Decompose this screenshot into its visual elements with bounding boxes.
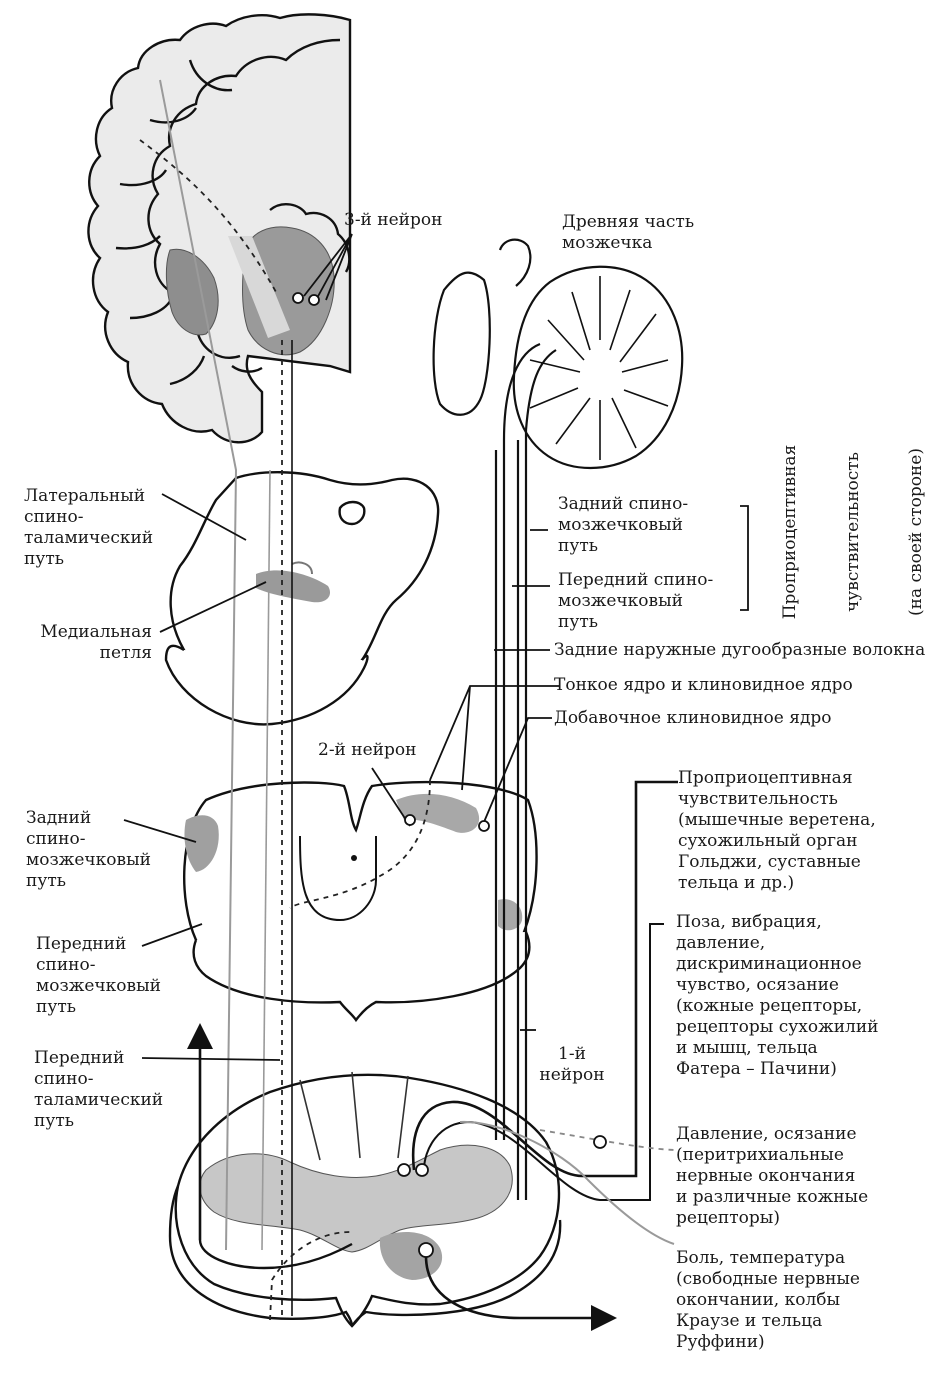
anterior-spinocerebellar-left-label: Передний спино- мозжечковый путь — [36, 934, 161, 1017]
proprio-line-1: Проприоцептивная — [780, 444, 800, 620]
anterior-spinothalamic-label: Передний спино- таламический путь — [34, 1048, 164, 1131]
upper-spinal-section — [183, 780, 538, 1023]
ancient-cerebellum-label: Древняя часть мозжечка — [562, 212, 695, 253]
posterior-external-arcuate-label: Задние наружные дугообразные волокна — [554, 640, 926, 660]
pathway-lines — [159, 79, 678, 1331]
neuron3-label: 3-й нейрон — [344, 210, 443, 230]
arrow-line-head — [291, 561, 313, 575]
anterior-spinocerebellar-right-label: Передний спино- мозжечковый путь — [558, 570, 714, 632]
central-canal — [351, 855, 357, 861]
dashed-pathways — [139, 139, 679, 1321]
pressure-description: Давление, осязание (перитрихиальные нерв… — [676, 1124, 869, 1228]
posture-description: Поза, вибрация, давление, дискриминацион… — [676, 912, 879, 1079]
internal-capsule-white — [228, 236, 290, 338]
neuron2-label: 2-й нейрон — [318, 740, 417, 760]
pressure-pathway — [459, 1120, 675, 1245]
proprioception-vertical-label: Проприоцептивная чувствительность (на св… — [738, 432, 938, 632]
pain-description: Боль, температура (свободные нервные око… — [676, 1248, 860, 1352]
dorsal-column-shade — [396, 793, 480, 833]
lateral-spinothalamic-label: Латеральный спино- таламический путь — [24, 486, 154, 569]
medial-lemniscus-label: Медиальная петля — [40, 622, 152, 663]
dorsal-horn-shade-left — [184, 815, 219, 872]
posterior-spinocerebellar-right-label: Задний спино- мозжечковый путь — [558, 494, 689, 556]
gray-matter-lower — [199, 1144, 513, 1253]
proprio-line-3: (на своей стороне) — [906, 448, 926, 616]
leader-lines — [123, 493, 749, 1061]
neuron-bodies — [292, 292, 607, 1258]
gracile-cuneate-label: Тонкое ядро и клиновидное ядро — [554, 675, 853, 695]
posterior-spinocerebellar-left-label: Задний спино- мозжечковый путь — [26, 808, 151, 891]
accessory-cuneate-label: Добавочное клиновидное ядро — [554, 708, 832, 728]
neuron1-label: 1-й нейрон — [539, 1044, 605, 1085]
proprioception-description: Проприоцептивная чувствительность (мышеч… — [678, 768, 876, 893]
cerebral-hemisphere — [87, 13, 352, 444]
medial-lemniscus-shade — [256, 570, 331, 603]
proprio-line-2: чувствительность — [843, 452, 863, 612]
cerebellar-peduncle — [432, 271, 491, 416]
